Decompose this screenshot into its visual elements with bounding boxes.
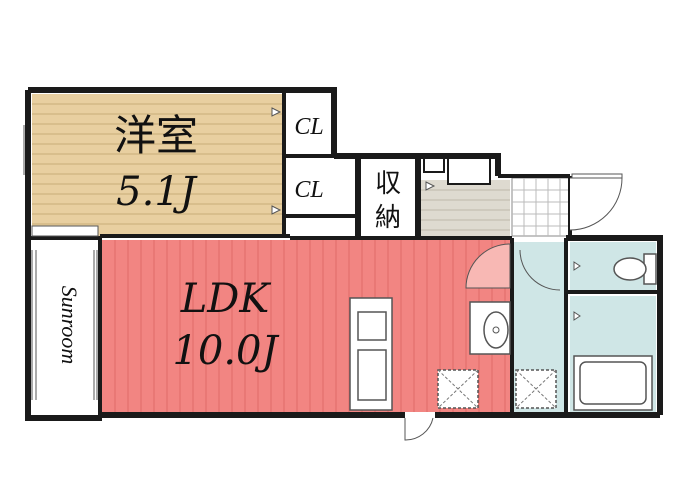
western-room-name: 洋室 [114, 111, 198, 160]
closet-upper-door-mark [271, 107, 282, 117]
bath-door-mark [573, 311, 581, 321]
washer-cross-2 [515, 369, 557, 409]
ldk-name: LDK [180, 276, 272, 322]
front-door-swing [569, 177, 623, 231]
western-room-floor [32, 94, 282, 236]
kitchen-sink [357, 311, 387, 341]
entry-stripes [420, 189, 510, 231]
washroom-door-swing [519, 249, 561, 291]
toilet-bowl [613, 257, 647, 281]
toilet-door-mark [573, 261, 581, 271]
sunroom-top-bar [31, 225, 99, 237]
sunroom-window-right [93, 250, 98, 400]
bottom-door-swing [404, 417, 434, 441]
entry-floor [420, 180, 510, 236]
genkan-grid [512, 178, 570, 236]
western-room-size: 5.1J [116, 169, 198, 215]
front-door [571, 173, 623, 179]
entry-box [447, 157, 491, 185]
genkan-tiles [511, 177, 571, 237]
closet-upper-label: CL [294, 114, 323, 140]
sunroom-label: Sunroom [57, 286, 82, 365]
fridge-cross-2 [437, 369, 479, 409]
ldk-size: 10.0J [172, 328, 279, 374]
storage-label-2: 納 [375, 203, 401, 233]
storage-label-1: 収 [375, 169, 401, 199]
walls [25, 87, 663, 421]
entry-shelf [423, 157, 445, 173]
washbasin-bowl [483, 311, 509, 349]
storage-door-mark [425, 181, 436, 191]
sunroom-window-left [31, 250, 37, 400]
washbasin-drain [492, 326, 500, 334]
western-room-stripes [32, 103, 282, 225]
closet-lower-door-mark [271, 205, 282, 215]
closet-lower-label: CL [294, 177, 323, 203]
kitchen-stove [357, 349, 387, 401]
bathtub-inner [579, 361, 647, 405]
ldk-door-swing [465, 243, 511, 289]
